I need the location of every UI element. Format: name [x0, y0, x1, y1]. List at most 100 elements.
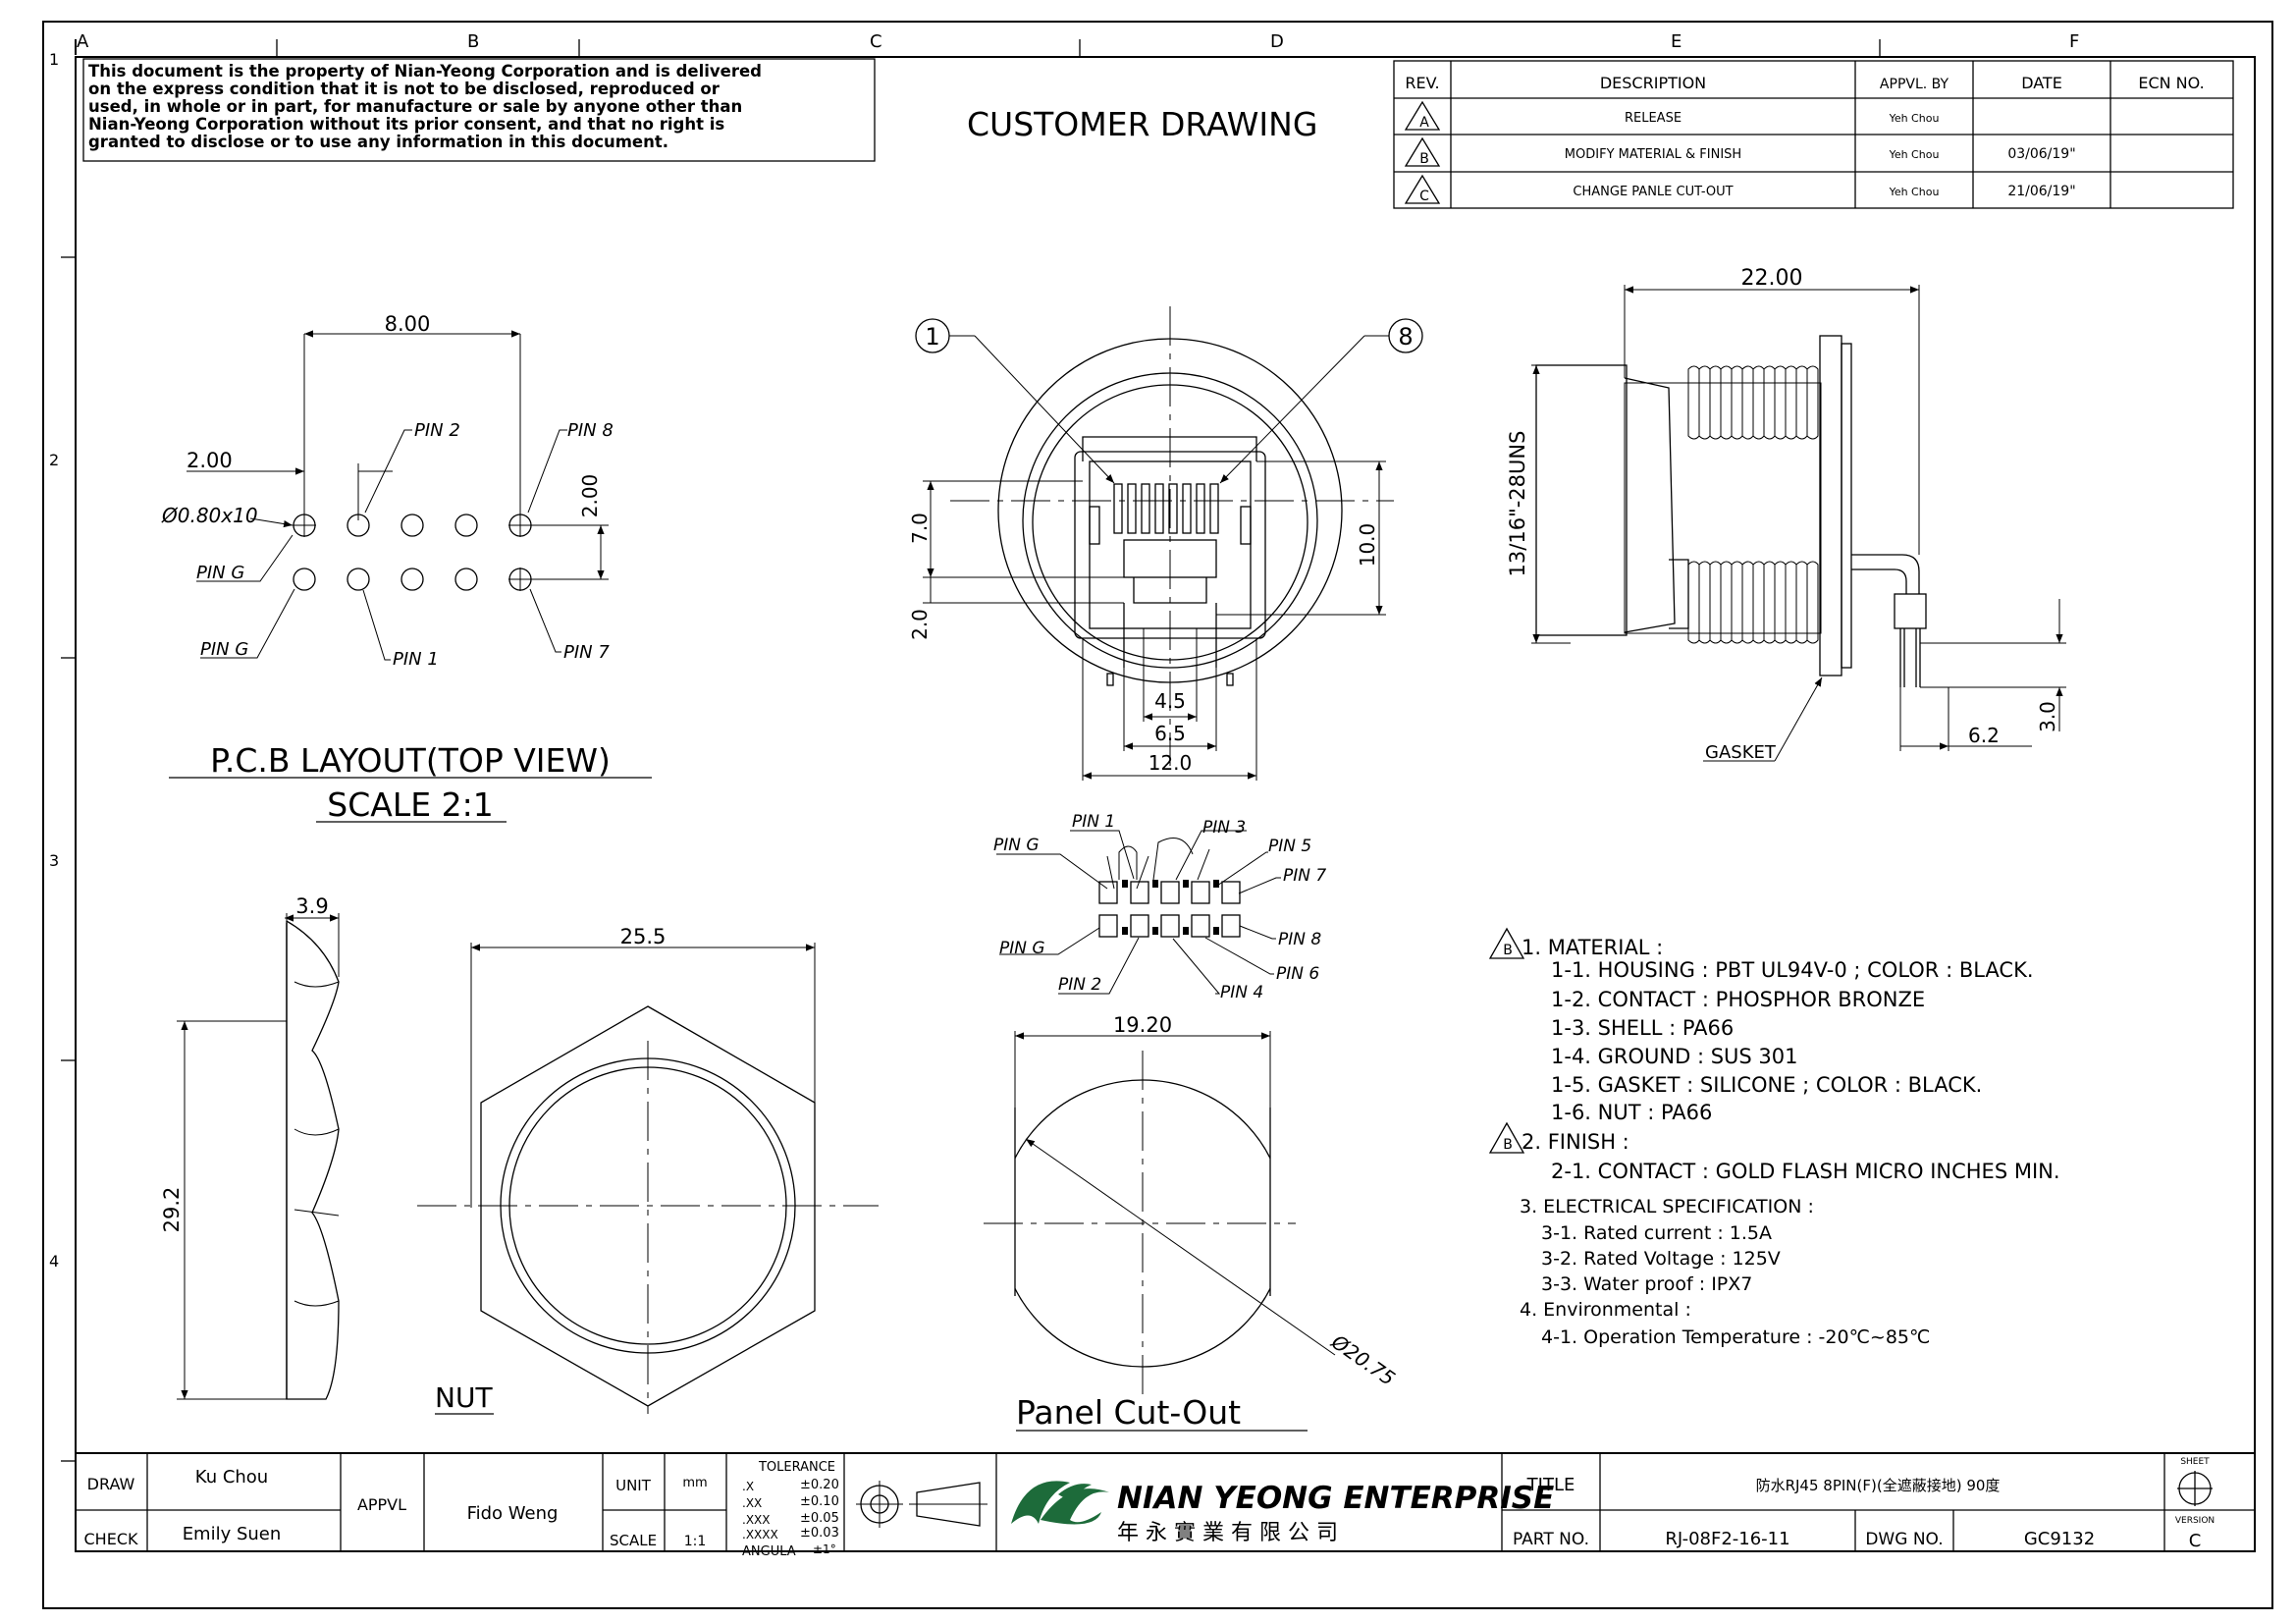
cutout-label: Panel Cut-Out [1016, 1393, 1241, 1432]
grid-col-label: A [77, 31, 89, 52]
pcb-view-scale: SCALE 2:1 [327, 785, 493, 824]
thread-ridge [1806, 365, 1819, 440]
version-value: C [2189, 1531, 2202, 1551]
rev-approver: Yeh Chou [1889, 112, 1940, 125]
scale-value: 1:1 [684, 1534, 707, 1549]
thread-ridge [1687, 561, 1700, 644]
rev-letter: C [1419, 189, 1429, 204]
note-line: 2. FINISH : [1522, 1130, 1629, 1154]
dim-3: 3.0 [2036, 701, 2059, 732]
dim-6-5: 6.5 [1154, 722, 1186, 745]
contact-fingers [1113, 483, 1219, 534]
grid-col-label: D [1270, 31, 1284, 52]
rev-date: 03/06/19" [2007, 146, 2075, 162]
rev-header: APPVL. BY [1880, 77, 1949, 92]
nut-front-view: 25.5 NUT [417, 925, 879, 1415]
thread-upper [1687, 365, 1819, 440]
pcb-view-title: P.C.B LAYOUT(TOP VIEW) [210, 741, 611, 780]
thread-ridge [1709, 365, 1722, 440]
proprietary-notice: This document is the property of Nian-Ye… [82, 58, 876, 162]
dim-2: 2.0 [908, 609, 932, 640]
dim-6-2: 6.2 [1968, 724, 2000, 747]
thread-ridge [1774, 561, 1787, 644]
rev-letter: A [1419, 115, 1429, 131]
title-label: TITLE [1526, 1475, 1575, 1495]
thread-ridge [1774, 365, 1787, 440]
dim-10: 10.0 [1356, 523, 1379, 568]
thread-ridge [1752, 365, 1765, 440]
pcb-pin1-label: PIN 1 [393, 649, 439, 670]
thread-ridge [1731, 561, 1743, 644]
part-no-label: PART NO. [1513, 1530, 1589, 1549]
draw-label: DRAW [87, 1475, 135, 1493]
thread-ridge [1785, 365, 1797, 440]
note-line: 1-5. GASKET : SILICONE ; COLOR : BLACK. [1551, 1073, 1982, 1097]
tol-value: ±0.20 [800, 1478, 839, 1492]
tol-key: .XXXX [742, 1528, 778, 1542]
rev-description: RELEASE [1625, 111, 1682, 126]
rev-header: ECN NO. [2138, 74, 2204, 92]
dim-12: 12.0 [1148, 751, 1193, 775]
notice-line: granted to disclose or to use any inform… [88, 133, 668, 151]
note-line: 1-3. SHELL : PA66 [1551, 1016, 1734, 1040]
dim-7: 7.0 [908, 513, 932, 544]
tol-value: ±0.03 [800, 1526, 839, 1541]
gasket-label: GASKET [1705, 742, 1777, 763]
dim-pitch-2: 2.00 [187, 449, 233, 472]
pinout-pin8: PIN 8 [1278, 930, 1321, 949]
rev-row-b: B MODIFY MATERIAL & FINISH Yeh Chou 03/0… [1404, 136, 2076, 167]
tol-value: ±0.10 [800, 1494, 839, 1509]
version-label: VERSION [2175, 1516, 2215, 1526]
side-view: 22.00 13/16"-28UNS GASKET 6.2 3.0 [1506, 266, 2066, 763]
pcb-ping-label: PIN G [196, 563, 244, 583]
dim-25-5: 25.5 [620, 925, 667, 948]
revision-table: REV. DESCRIPTION APPVL. BY DATE ECN NO. … [1393, 60, 2234, 209]
company-name-chinese: 年 永 實 業 有 限 公 司 [1117, 1521, 1338, 1545]
pinout-pin1: PIN 1 [1072, 812, 1115, 832]
pin-pads [1098, 880, 1241, 938]
rev-date: 21/06/19" [2007, 184, 2075, 199]
note-line: 1. MATERIAL : [1522, 936, 1663, 959]
rev-description: MODIFY MATERIAL & FINISH [1565, 147, 1741, 162]
tol-key: ANGULA [742, 1544, 796, 1559]
pcb-pin7-label: PIN 7 [563, 642, 610, 663]
dim-diameter-20-75: Ø20.75 [1326, 1329, 1399, 1390]
thread-ridge [1795, 561, 1808, 644]
tolerance-list: .X±0.20 .XX±0.10 .XXX±0.05 .XXXX±0.03 AN… [742, 1478, 839, 1559]
thread-ridge [1741, 365, 1754, 440]
nut-label: NUT [435, 1381, 493, 1414]
revision-flag-icon [1488, 1121, 1525, 1154]
company-name: NIAN YEONG ENTERPRISE [1117, 1481, 1554, 1516]
pcb-pin8-label: PIN 8 [567, 420, 614, 441]
pinout-pin2: PIN 2 [1058, 975, 1101, 995]
check-value: Emily Suen [183, 1524, 282, 1544]
thread-ridge [1741, 561, 1754, 644]
grid-row-label: 3 [49, 851, 59, 870]
grid-col-label: F [2069, 31, 2079, 52]
dim-pitch-8: 8.00 [385, 312, 431, 336]
note-line: 1-1. HOUSING : PBT UL94V-0 ; COLOR : BLA… [1551, 958, 2034, 982]
thread-ridge [1795, 365, 1808, 440]
note-line: 3-2. Rated Voltage : 125V [1541, 1248, 1781, 1270]
thread-ridge [1720, 561, 1733, 644]
thread-ridge [1720, 365, 1733, 440]
note-line: 4. Environmental : [1520, 1299, 1691, 1321]
pinout-pin7: PIN 7 [1283, 866, 1326, 886]
note-line: 1-4. GROUND : SUS 301 [1551, 1045, 1798, 1068]
thread-ridge [1806, 561, 1819, 644]
thread-ridge [1709, 561, 1722, 644]
dim-22: 22.00 [1741, 266, 1803, 291]
unit-label: UNIT [615, 1477, 652, 1494]
pinout-detail: PIN G PIN 1 PIN 3 PIN 5 PIN 7 PIN G PIN … [993, 812, 1326, 1002]
grid-row-label: 4 [49, 1252, 59, 1271]
part-no-value: RJ-08F2-16-11 [1665, 1529, 1789, 1549]
dim-row-pitch: 2.00 [578, 474, 602, 518]
note-line: 3-1. Rated current : 1.5A [1541, 1222, 1772, 1244]
appvl-value: Fido Weng [467, 1503, 559, 1524]
rev-header: REV. [1405, 74, 1439, 92]
title-value: 防水RJ45 8PIN(F)(全遮蔽接地) 90度 [1756, 1477, 2001, 1494]
note-line: 1-6. NUT : PA66 [1551, 1101, 1712, 1124]
thread-ridge [1785, 561, 1797, 644]
pinout-pin5: PIN 5 [1268, 837, 1311, 856]
